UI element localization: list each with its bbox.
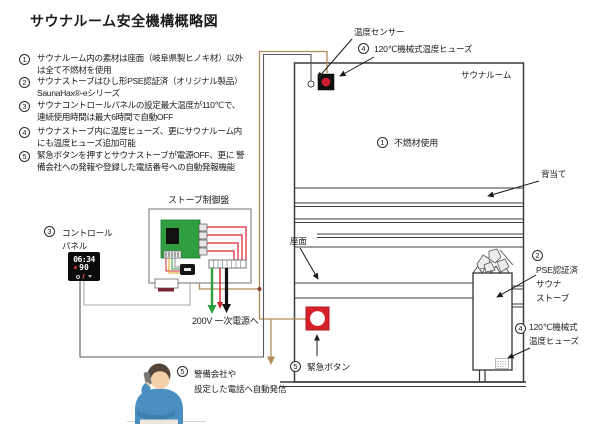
fuse-bottom-number: 4 xyxy=(515,323,526,334)
stove-arrow xyxy=(496,274,537,298)
fuse-top-arrow xyxy=(339,56,375,77)
backrest-arrow xyxy=(487,180,540,198)
note-item-4: 4 サウナストーブ内に温度ヒューズ、更にサウナルーム内 にも温度ヒューズ追加可能 xyxy=(19,126,271,150)
red-wires xyxy=(207,226,247,260)
emergency-number: 5 xyxy=(290,361,301,372)
page-title: サウナルーム安全機構概略図 xyxy=(30,13,219,29)
indicator-dot xyxy=(74,266,77,269)
auto-call-arrowhead xyxy=(267,356,275,365)
note-item-2: 2 サウナストーブはひし形PSE認証済（オリジナル製品） SaunaHax®-e… xyxy=(19,76,271,100)
bottom-connector xyxy=(154,278,179,292)
note-line: にも温度ヒューズ追加可能 xyxy=(37,137,136,148)
stove-rocks xyxy=(476,248,510,273)
stove-number: 2 xyxy=(532,250,543,261)
person-face xyxy=(150,371,170,389)
stove-fuse-plate xyxy=(495,358,509,369)
note-line: サウナストーブはひし形PSE認証済（オリジナル製品） xyxy=(37,76,243,86)
relay-component xyxy=(180,264,195,275)
emergency-label: 緊急ボタン xyxy=(307,362,350,372)
fuse-bottom-label: 120℃機械式 温度ヒューズ xyxy=(529,322,579,346)
display-temperature: 90 xyxy=(68,264,100,272)
sensor-label: 温度センサー xyxy=(354,27,405,37)
sensor-arrow xyxy=(317,38,353,79)
note-item-5: 5 緊急ボタンを押すとサウナストーブが電源OFF、更に 警 備会社への発報や登録… xyxy=(19,150,271,174)
board-wires xyxy=(165,258,180,274)
noncombustible-number: 1 xyxy=(377,137,388,148)
note-number: 2 xyxy=(19,77,30,88)
note-number: 5 xyxy=(19,151,30,162)
seat-arrow xyxy=(299,247,319,280)
noncombustible-label: 不燃材使用 xyxy=(394,138,439,148)
display-time: 06:34 xyxy=(73,255,95,264)
note-number: 3 xyxy=(19,101,30,112)
emergency-button xyxy=(305,306,330,331)
phone xyxy=(143,371,152,385)
power-icon xyxy=(76,274,81,279)
backrest-label: 背当て xyxy=(541,169,567,179)
power-wires xyxy=(207,268,231,314)
note-line: 連続使用時間は最大6時間で自動OFF xyxy=(37,111,173,122)
note-line: 緊急ボタンを押すとサウナストーブが電源OFF、更に 警 xyxy=(37,150,245,160)
note-line: SaunaHax®-eシリーズ xyxy=(37,87,120,98)
person-illustration xyxy=(127,363,206,424)
note-item-3: 3 サウナコントロールパネルの設定最大温度が110℃で、 連続使用時間は最大6時… xyxy=(19,100,271,124)
control-panel-number: 3 xyxy=(44,226,55,237)
power-label: 200V 一次電源へ xyxy=(192,316,259,326)
seat-label: 座面 xyxy=(290,236,307,246)
wire-junction-dot xyxy=(257,287,262,291)
auto-call-label: 警備会社や 設定した電話へ自動発信 xyxy=(194,369,287,394)
down-arrow-icon xyxy=(87,275,92,278)
note-line: サウナストーブ内に温度ヒューズ、更にサウナルーム内 xyxy=(37,126,242,136)
auto-call-number: 5 xyxy=(177,366,188,377)
temperature-fuse-top xyxy=(317,73,335,91)
control-panel-display: 06:34 90 xyxy=(68,252,100,281)
pcb-chip xyxy=(166,228,179,244)
sauna-stove xyxy=(472,248,514,382)
pcb-board xyxy=(160,219,208,259)
heat-icon xyxy=(82,273,86,280)
note-line: サウナコントロールパネルの設定最大温度が110℃で、 xyxy=(37,100,240,110)
note-line: は全て不燃材を使用 xyxy=(37,64,112,75)
control-box-label: ストーブ制御盤 xyxy=(168,195,230,205)
note-line: サウナルーム内の素材は座面（岐阜県製ヒノキ材）以外 xyxy=(37,53,243,63)
fuse-bottom-arrow xyxy=(507,347,531,359)
annotation-arrows xyxy=(299,38,540,359)
terminal-strip xyxy=(208,259,247,269)
fuse-top-label: 120℃機械式温度ヒューズ xyxy=(374,44,473,54)
bench-lines xyxy=(294,187,524,308)
control-panel-label: コントロール パネル xyxy=(62,228,113,251)
fuse-top-number: 4 xyxy=(358,43,369,54)
temperature-sensor xyxy=(307,80,315,88)
control-box xyxy=(148,208,252,292)
note-line: 備会社への発報や登録した電話番号への自動発報機能 xyxy=(37,161,235,172)
room-label: サウナルーム xyxy=(461,70,512,80)
note-number: 4 xyxy=(19,127,30,138)
display-icons xyxy=(68,273,100,280)
stove-label: PSE認証済 サウナ ストーブ xyxy=(536,265,578,303)
stove-legs xyxy=(478,370,486,382)
note-number: 1 xyxy=(19,54,30,65)
note-item-1: 1 サウナルーム内の素材は座面（岐阜県製ヒノキ材）以外 は全て不燃材を使用 xyxy=(19,53,271,77)
